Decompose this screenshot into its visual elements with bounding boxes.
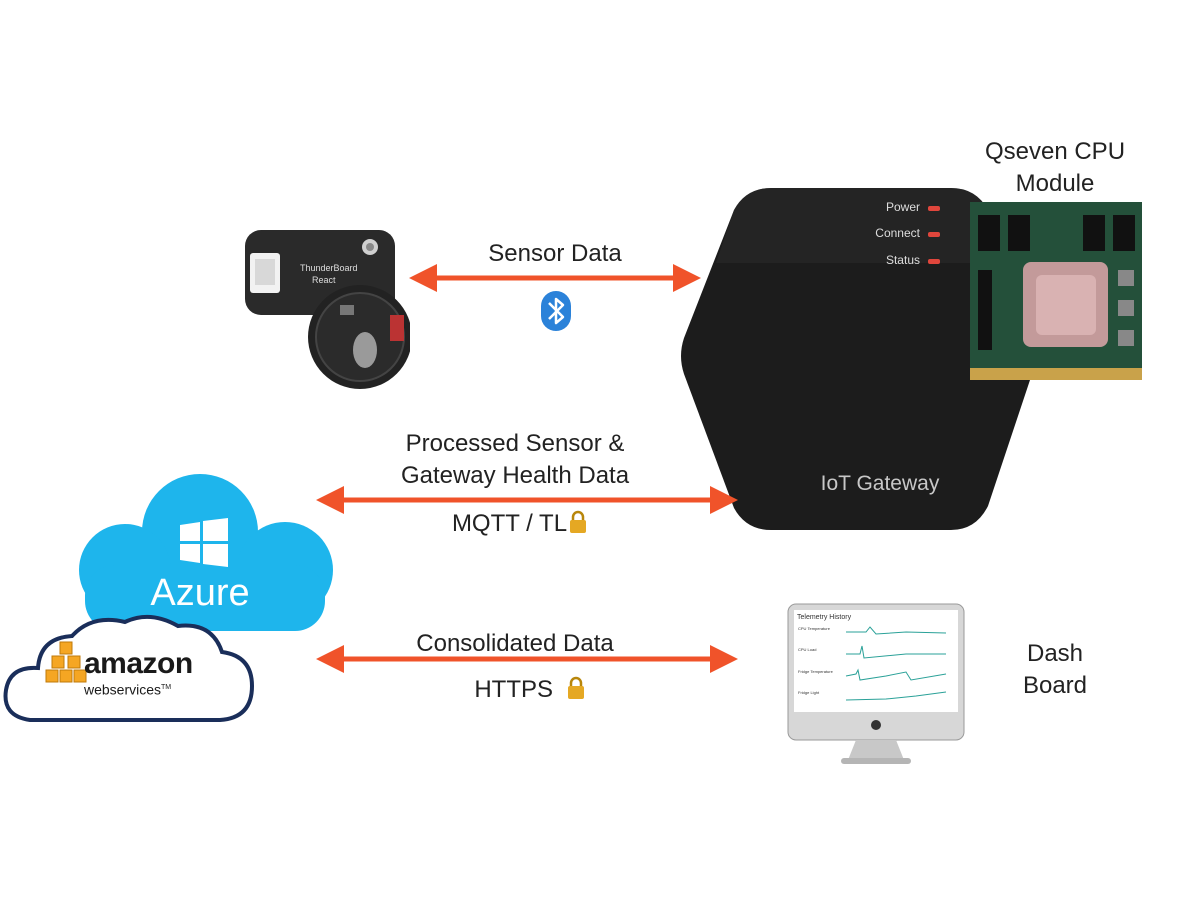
sensor-data-arrow <box>409 264 701 292</box>
cpu-module-label-line2: Module <box>1015 170 1095 197</box>
cpu-module-label-line1: Qseven CPU <box>984 138 1126 165</box>
gateway-led-status-row: Status <box>860 251 950 271</box>
cloud-link-line2: Gateway Health Data <box>400 462 630 489</box>
consolidated-data-arrow <box>316 645 738 673</box>
cloud-link-label: Processed Sensor & Gateway Health Data <box>360 428 670 492</box>
sensor-data-label: Sensor Data <box>488 240 622 267</box>
gateway-led-connect <box>928 232 940 237</box>
cpu-module-label: Qseven CPU Module <box>960 136 1150 200</box>
aws-line1: amazon <box>84 647 193 680</box>
cpu-module-board <box>970 202 1142 380</box>
gateway-led-connect-row: Connect <box>860 224 950 244</box>
cloud-link-arrow <box>316 486 738 514</box>
gateway-led-power <box>928 206 940 211</box>
consolidated-data-label: Consolidated Data <box>416 630 614 657</box>
lock-icon <box>567 676 584 699</box>
aws-cubes-icon <box>45 641 87 683</box>
aws-line2: webservices <box>84 681 162 698</box>
dashboard-row-cpu-temp: CPU Temperature <box>798 626 830 631</box>
aws-label: amazon webservicesTM <box>84 648 224 698</box>
gateway-led-power-row: Power <box>860 198 950 218</box>
dashboard-row-cpu-load: CPU Load <box>798 647 817 652</box>
gateway-led-connect-label: Connect <box>875 226 920 240</box>
thunderboard-device: ThunderBoard React <box>245 230 410 389</box>
dashboard-screen-title: Telemetry History <box>797 614 852 621</box>
azure-cloud <box>79 474 333 631</box>
gateway-led-power-label: Power <box>885 200 920 214</box>
https-protocol-label: HTTPS <box>474 676 553 703</box>
board-title: ThunderBoard <box>300 263 358 273</box>
https-protocol: HTTPS <box>460 674 600 706</box>
gateway-name: IoT Gateway <box>820 472 940 495</box>
azure-label: Azure <box>150 572 250 614</box>
lock-icon <box>570 510 587 533</box>
dashboard-row-fridge-temp: Fridge Temperature <box>798 669 833 674</box>
gateway-led-status-label: Status <box>885 253 920 267</box>
board-subtitle: React <box>312 275 336 285</box>
windows-icon <box>180 518 228 567</box>
aws-tm: TM <box>161 684 172 691</box>
mqtt-protocol: MQTT / TL <box>440 508 600 540</box>
gateway-led-status <box>928 259 940 264</box>
dashboard-row-fridge-light: Fridge Light <box>798 690 820 695</box>
cloud-link-line1: Processed Sensor & <box>405 430 625 457</box>
bluetooth-icon <box>541 291 571 331</box>
dashboard-label-line1: Dash <box>1026 640 1084 667</box>
dashboard-label: Dash Board <box>995 638 1115 702</box>
dashboard-monitor <box>787 603 965 764</box>
mqtt-protocol-label: MQTT / TL <box>451 510 568 537</box>
dashboard-label-line2: Board <box>1022 672 1088 699</box>
